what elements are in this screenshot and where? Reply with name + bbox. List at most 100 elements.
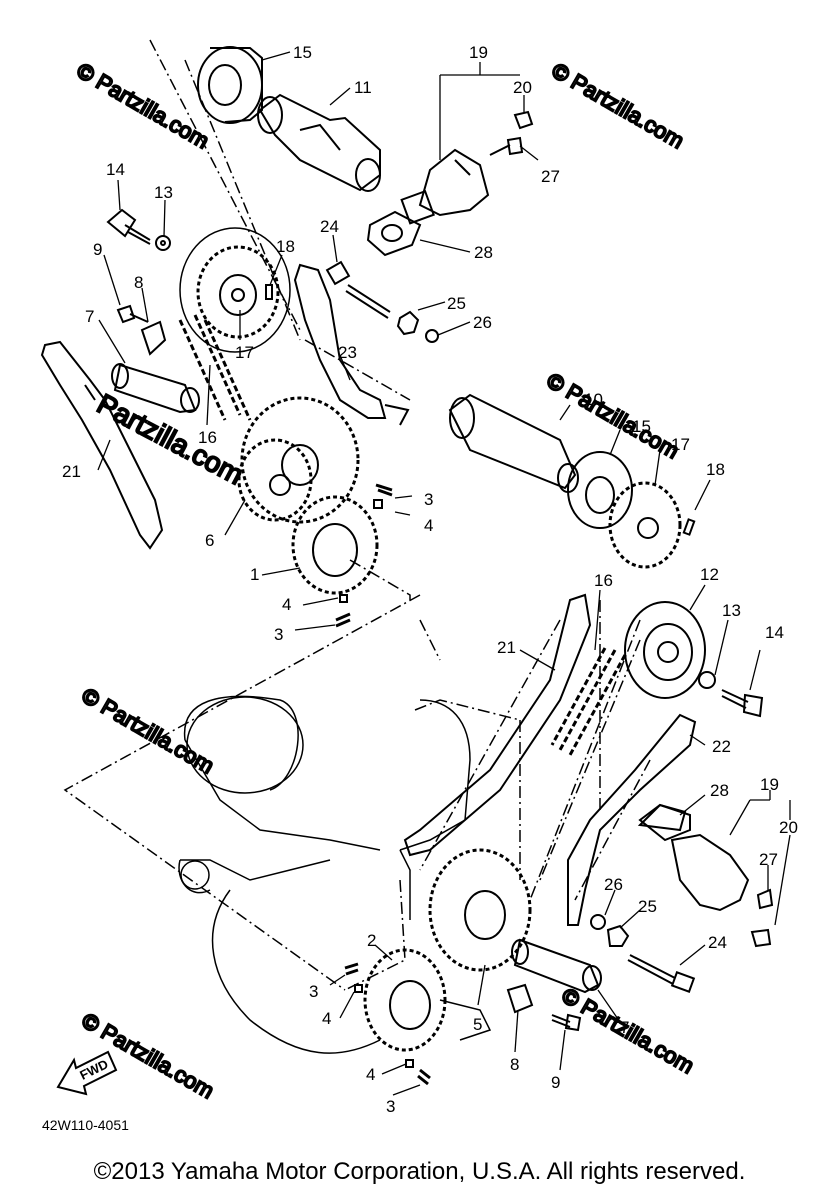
part-18-pin-upper xyxy=(265,284,273,300)
part-20-cap-bolt-lower xyxy=(750,928,772,948)
copyright-notice: ©2013 Yamaha Motor Corporation, U.S.A. A… xyxy=(93,1158,746,1185)
part-28-gasket-lower xyxy=(637,803,687,832)
callout-18-lower: 18 xyxy=(706,460,725,479)
part-11-camshaft-upper xyxy=(257,93,381,192)
part-4-pin-a xyxy=(373,499,383,509)
callout-4-lower-b: 4 xyxy=(366,1065,375,1084)
callout-2: 2 xyxy=(367,931,376,950)
callout-22: 22 xyxy=(712,737,731,756)
callout-3-lower-b: 3 xyxy=(386,1097,395,1116)
part-14-bolt-lower xyxy=(721,689,764,718)
part-14-bolt-upper xyxy=(106,208,151,245)
part-19-tensioner-upper xyxy=(400,148,490,225)
callout-25-lower: 25 xyxy=(638,897,657,916)
callout-10: 10 xyxy=(584,390,603,409)
part-21-guide-upper xyxy=(40,340,164,550)
part-23-chain-guide xyxy=(293,263,410,426)
part-3-spring-c xyxy=(344,962,359,976)
part-6-idler-gear xyxy=(237,396,360,524)
callout-24-lower: 24 xyxy=(708,933,727,952)
part-24-bolt-lower xyxy=(627,954,696,993)
callout-3-upper-b: 3 xyxy=(274,625,283,644)
part-18-pin-lower xyxy=(682,518,696,536)
callout-5: 5 xyxy=(473,1015,482,1034)
callout-28-lower: 28 xyxy=(710,781,729,800)
part-25-nut-upper xyxy=(396,310,420,336)
part-3-spring-d xyxy=(417,1068,431,1086)
callout-7-lower: 7 xyxy=(620,1018,629,1037)
callout-4-upper-b: 4 xyxy=(282,595,291,614)
part-28-gasket-upper xyxy=(366,210,422,257)
callout-21-upper: 21 xyxy=(62,462,81,481)
diagram-code: 42W110-4051 xyxy=(42,1117,129,1133)
part-21-guide-lower xyxy=(403,593,592,857)
callout-15-upper: 15 xyxy=(293,43,312,62)
callout-19-upper: 19 xyxy=(469,43,488,62)
callout-16-upper: 16 xyxy=(198,428,217,447)
watermark-4: © Partzilla.com xyxy=(78,683,219,779)
part-20-cap-bolt-upper xyxy=(513,110,534,130)
callout-7-upper: 7 xyxy=(85,307,94,326)
callout-1: 1 xyxy=(250,565,259,584)
callout-25-upper: 25 xyxy=(447,294,466,313)
callout-13-lower: 13 xyxy=(722,601,741,620)
callout-9-lower: 9 xyxy=(551,1073,560,1092)
part-7-shaft-lower xyxy=(511,938,602,994)
part-27-bolt-lower xyxy=(756,888,774,910)
callout-21-lower: 21 xyxy=(497,638,516,657)
callout-3-upper-a: 3 xyxy=(424,490,433,509)
callout-17-upper: 17 xyxy=(235,343,254,362)
watermark-2: © Partzilla.com xyxy=(548,58,689,154)
callout-24-upper: 24 xyxy=(320,217,339,236)
callout-3-lower-a: 3 xyxy=(309,982,318,1001)
fwd-arrow-icon: FWD xyxy=(56,1050,118,1096)
part-3-spring-b xyxy=(335,612,351,628)
callout-11: 11 xyxy=(354,78,372,97)
watermark-large: Partzilla.com xyxy=(92,388,248,491)
callout-12: 12 xyxy=(700,565,719,584)
callout-4-upper-a: 4 xyxy=(424,516,433,535)
part-9-bolt-upper xyxy=(116,304,149,324)
part-27-bolt-upper xyxy=(489,136,524,156)
callout-6: 6 xyxy=(205,531,214,550)
callout-17-lower: 17 xyxy=(671,435,690,454)
part-5-cam-drive-gear xyxy=(428,848,532,972)
part-25-nut-lower xyxy=(606,924,630,947)
part-17-sprocket-lower xyxy=(608,481,682,569)
callout-8-upper: 8 xyxy=(134,273,143,292)
part-4-pin-c xyxy=(354,984,363,993)
part-12-cam-disc xyxy=(624,601,706,699)
part-8-plate-upper xyxy=(140,320,167,356)
callout-4-lower-a: 4 xyxy=(322,1009,331,1028)
part-4-pin-b xyxy=(339,594,348,603)
part-13-washer-lower xyxy=(698,671,716,689)
callout-9-upper: 9 xyxy=(93,240,102,259)
watermark-1: © Partzilla.com xyxy=(73,58,214,154)
part-17-sprocket-upper xyxy=(179,227,291,353)
callout-numbers: 15 11 19 20 27 28 14 13 24 18 9 8 25 26 … xyxy=(62,43,798,1116)
callout-13-upper: 13 xyxy=(154,183,173,202)
part-3-spring-a xyxy=(375,483,393,497)
leader-lines xyxy=(97,51,791,1096)
callout-26-lower: 26 xyxy=(604,875,623,894)
part-13-washer-upper xyxy=(155,235,171,251)
callout-18-upper: 18 xyxy=(276,237,295,256)
callout-14-lower: 14 xyxy=(765,623,784,642)
callout-23: 23 xyxy=(338,343,357,362)
callout-20-lower: 20 xyxy=(779,818,798,837)
callout-26-upper: 26 xyxy=(473,313,492,332)
callout-27-upper: 27 xyxy=(541,167,560,186)
callout-28-upper: 28 xyxy=(474,243,493,262)
callout-14-upper: 14 xyxy=(106,160,125,179)
part-16-chain-lower xyxy=(550,647,627,756)
part-26-washer-upper xyxy=(425,329,439,343)
part-15-bearing-lower xyxy=(567,451,633,529)
callout-16-lower: 16 xyxy=(594,571,613,590)
part-10-camshaft-lower xyxy=(448,393,579,493)
part-16-chain-upper xyxy=(178,314,252,421)
part-8-plate-lower xyxy=(506,983,534,1014)
callout-20-upper: 20 xyxy=(513,78,532,97)
callout-27-lower: 27 xyxy=(759,850,778,869)
exploded-parts-diagram: © Partzilla.com © Partzilla.com © Partzi… xyxy=(40,39,798,1133)
